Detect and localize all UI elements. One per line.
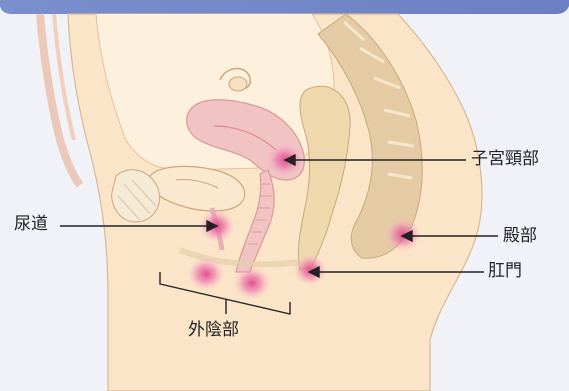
vulva-highlight-1: [187, 257, 225, 291]
label-anus: 肛門: [488, 263, 522, 280]
vulva-highlight-2: [233, 266, 271, 300]
label-buttocks: 殿部: [503, 228, 537, 245]
label-cervix: 子宮頸部: [471, 151, 539, 168]
label-urethra: 尿道: [14, 216, 48, 233]
anus-highlight: [293, 254, 327, 286]
ovary: [229, 77, 247, 91]
label-vulva: 外陰部: [188, 322, 239, 339]
header-band: [0, 0, 569, 14]
